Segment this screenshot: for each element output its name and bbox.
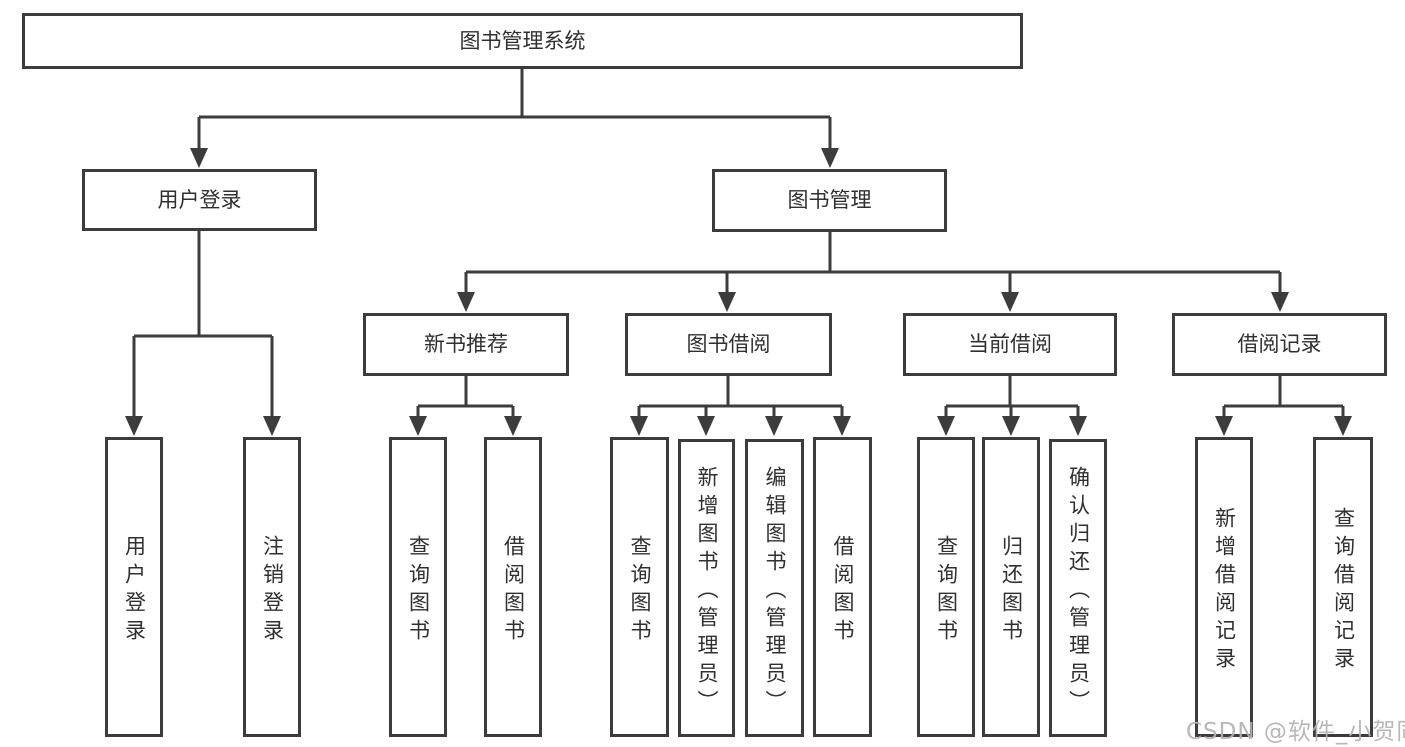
- node-book-management-label: 图书管理: [787, 188, 872, 212]
- node-borrow-records: 借阅记录: [1172, 313, 1387, 376]
- leaf-cb-return-books: 归还图书: [982, 437, 1040, 737]
- leaf-bb-add-books-admin: 新增图书（管理员）: [678, 439, 735, 737]
- node-current-borrow-label: 当前借阅: [968, 332, 1052, 356]
- leaf-bb-query-books: 查询图书: [610, 437, 669, 737]
- leaf-bb-add-books-admin-label: 新增图书（管理员）: [695, 465, 719, 718]
- node-new-book-recommend-label: 新书推荐: [424, 332, 508, 356]
- leaf-cb-confirm-return-admin-label: 确认归还（管理员）: [1066, 465, 1091, 718]
- leaf-cb-confirm-return-admin: 确认归还（管理员）: [1049, 439, 1107, 737]
- leaf-user-login: 用户登录: [105, 437, 163, 737]
- csdn-watermark: CSDN @软件_小贺同学: [1186, 719, 1405, 745]
- leaf-bb-borrow-books-label: 借阅图书: [831, 534, 855, 647]
- node-book-management: 图书管理: [712, 169, 947, 232]
- leaf-nbr-borrow-books-label: 借阅图书: [501, 534, 526, 647]
- leaf-nbr-query-books-label: 查询图书: [406, 534, 431, 647]
- node-user-login: 用户登录: [82, 169, 317, 231]
- leaf-cb-query-books: 查询图书: [917, 437, 975, 737]
- leaf-nbr-query-books: 查询图书: [389, 437, 447, 737]
- leaf-br-query-record-label: 查询借阅记录: [1331, 506, 1356, 675]
- node-borrow-records-label: 借阅记录: [1237, 332, 1322, 356]
- leaf-user-login-label: 用户登录: [122, 534, 147, 647]
- node-new-book-recommend: 新书推荐: [363, 313, 569, 376]
- leaf-bb-borrow-books: 借阅图书: [813, 437, 872, 737]
- leaf-bb-edit-books-admin-label: 编辑图书（管理员）: [763, 465, 787, 718]
- leaf-bb-edit-books-admin: 编辑图书（管理员）: [745, 439, 804, 737]
- leaf-br-add-record-label: 新增借阅记录: [1212, 506, 1237, 675]
- leaf-logout-label: 注销登录: [260, 534, 285, 647]
- leaf-logout: 注销登录: [243, 437, 301, 737]
- node-root-label: 图书管理系统: [459, 28, 586, 53]
- leaf-br-query-record: 查询借阅记录: [1313, 437, 1373, 737]
- leaf-cb-query-books-label: 查询图书: [934, 534, 959, 647]
- leaf-cb-return-books-label: 归还图书: [999, 534, 1024, 647]
- leaf-nbr-borrow-books: 借阅图书: [484, 437, 542, 737]
- node-book-borrow: 图书借阅: [625, 313, 832, 376]
- leaf-bb-query-books-label: 查询图书: [628, 534, 652, 647]
- node-user-login-label: 用户登录: [157, 187, 242, 212]
- node-current-borrow: 当前借阅: [903, 313, 1117, 376]
- leaf-br-add-record: 新增借阅记录: [1195, 437, 1253, 737]
- node-root: 图书管理系统: [22, 13, 1023, 69]
- node-book-borrow-label: 图书借阅: [686, 332, 771, 356]
